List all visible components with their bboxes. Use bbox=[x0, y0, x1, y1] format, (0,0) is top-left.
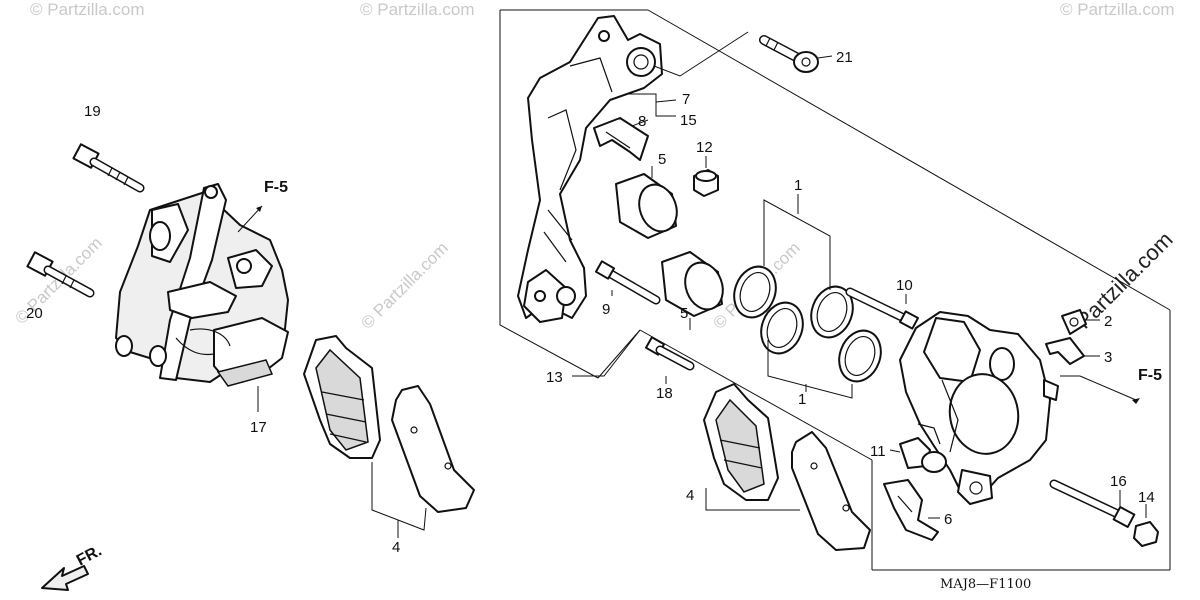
piston-5-upper bbox=[615, 166, 678, 239]
pin-16 bbox=[1049, 479, 1136, 528]
callout-17: 17 bbox=[250, 419, 267, 436]
bolt-18 bbox=[644, 336, 695, 384]
callout-1-upper: 1 bbox=[794, 177, 802, 194]
piston-5-lower bbox=[661, 251, 724, 330]
ref-f5-left-label: F-5 bbox=[264, 179, 288, 196]
front-direction-arrow: FR. bbox=[41, 542, 105, 591]
brake-pads-right bbox=[703, 383, 871, 551]
brake-pads-left bbox=[303, 335, 475, 538]
callout-3: 3 bbox=[1104, 349, 1112, 366]
callout-12: 12 bbox=[696, 139, 713, 156]
clip-3 bbox=[1045, 337, 1100, 365]
callout-18: 18 bbox=[656, 385, 673, 402]
callout-13: 13 bbox=[546, 369, 563, 386]
callout-8: 8 bbox=[638, 113, 646, 130]
callout-16: 16 bbox=[1110, 473, 1127, 490]
callout-4-right: 4 bbox=[686, 487, 694, 504]
plug-11 bbox=[889, 437, 947, 473]
cap-2 bbox=[1061, 309, 1100, 335]
callout-20: 20 bbox=[26, 305, 43, 322]
watermark: © Partzilla.com bbox=[360, 0, 475, 19]
watermark: © Partzilla.com bbox=[1060, 0, 1175, 19]
callout-5-upper: 5 bbox=[658, 151, 666, 168]
front-label: FR. bbox=[74, 542, 105, 569]
piston-seals-1 bbox=[733, 194, 882, 399]
callout-labels: 19 20 17 4 7 15 8 21 12 5 5 9 1 1 10 2 3… bbox=[26, 49, 1155, 556]
watermark-main: Partzilla.com bbox=[1071, 227, 1178, 334]
callout-4-left: 4 bbox=[392, 539, 400, 556]
caliper-bracket bbox=[517, 15, 663, 323]
callout-2: 2 bbox=[1104, 313, 1112, 330]
ref-f5-right-label: F-5 bbox=[1138, 367, 1162, 384]
pin-10 bbox=[845, 287, 919, 330]
callout-14: 14 bbox=[1138, 489, 1155, 506]
bolt-20 bbox=[26, 251, 95, 298]
bleeder-12 bbox=[693, 156, 719, 197]
callout-7: 7 bbox=[682, 91, 690, 108]
callout-15: 15 bbox=[680, 112, 697, 129]
bolt-19 bbox=[72, 143, 145, 193]
caliper-body-right bbox=[899, 311, 1059, 505]
cap-14 bbox=[1133, 504, 1159, 547]
watermark: © Partzilla.com bbox=[30, 0, 145, 19]
callout-10: 10 bbox=[896, 277, 913, 294]
callout-19: 19 bbox=[84, 103, 101, 120]
assembly-frame bbox=[499, 9, 1171, 571]
bolt-21 bbox=[653, 31, 833, 77]
callout-9: 9 bbox=[602, 301, 610, 318]
pin-9 bbox=[594, 260, 661, 305]
ref-f5-left: F-5 bbox=[237, 179, 288, 233]
callout-6: 6 bbox=[944, 511, 952, 528]
caliper-assembly-left bbox=[26, 143, 289, 412]
callout-1-lower: 1 bbox=[798, 391, 806, 408]
pad-spring-6 bbox=[883, 479, 940, 541]
diagram-code: MAJ8—F1100 bbox=[940, 577, 1031, 592]
callout-21: 21 bbox=[836, 49, 853, 66]
ref-f5-right: F-5 bbox=[1060, 367, 1162, 404]
callout-11: 11 bbox=[870, 443, 886, 460]
watermark: © Partzilla.com bbox=[357, 238, 451, 332]
pad-spring-8 bbox=[593, 117, 649, 161]
callout-5-lower: 5 bbox=[680, 305, 688, 322]
